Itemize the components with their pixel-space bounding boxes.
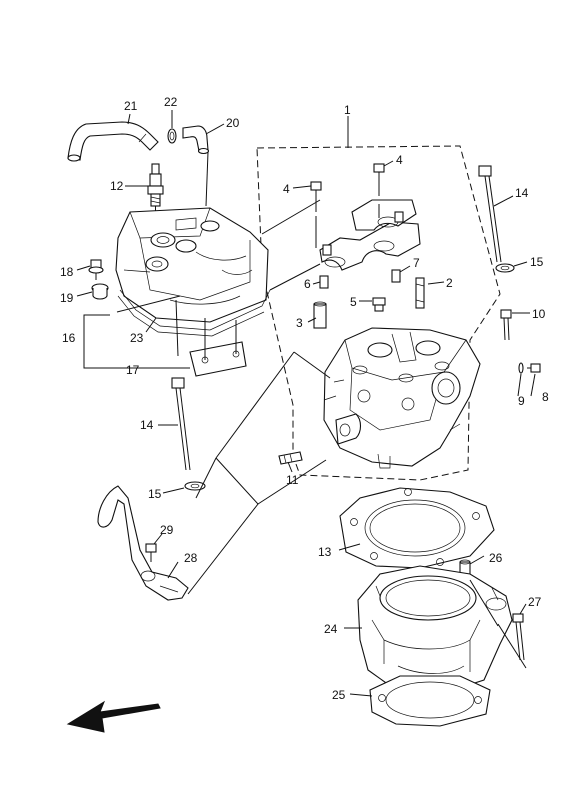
- head-cover: [115, 207, 269, 323]
- long-bolt-right: [478, 165, 502, 263]
- front-direction-arrow: [66, 700, 161, 733]
- callout-23: 23: [130, 331, 144, 345]
- exhaust-stud: [278, 451, 303, 465]
- callout-28: 28: [184, 551, 198, 565]
- callout-11: 11: [286, 473, 299, 487]
- callout-numbers: 1 2 3 4 4 5 6 7 8 9 10 11 12 13 14 14 15…: [60, 95, 549, 702]
- callout-29: 29: [160, 523, 174, 537]
- union-bolt: [145, 543, 157, 562]
- callout-27: 27: [528, 595, 542, 609]
- breather-joint: [182, 125, 210, 155]
- callout-15-right: 15: [530, 255, 544, 269]
- cam-cap-bolt-left: [310, 181, 322, 248]
- dowel-pin: [319, 269, 401, 289]
- sleeve: [313, 301, 327, 329]
- callout-17: 17: [126, 363, 140, 377]
- callout-8: 8: [542, 390, 549, 404]
- callout-25: 25: [332, 688, 346, 702]
- plug: [372, 297, 386, 312]
- callout-10: 10: [532, 307, 546, 321]
- assembly-guide-lines: [83, 151, 527, 669]
- callout-13: 13: [318, 545, 332, 559]
- cylinder-head-gasket: [339, 487, 495, 569]
- callout-3: 3: [296, 316, 303, 330]
- spark-plug: [147, 163, 164, 212]
- cylinder-base-gasket: [369, 675, 491, 727]
- callout-7: 7: [413, 256, 420, 270]
- stud-bolt: [415, 277, 425, 309]
- callout-2: 2: [446, 276, 453, 290]
- callout-20: 20: [226, 116, 240, 130]
- callout-6: 6: [304, 277, 311, 291]
- callout-15-left: 15: [148, 487, 162, 501]
- callout-26: 26: [489, 551, 503, 565]
- long-bolt-left: [171, 377, 191, 471]
- callout-4-left: 4: [283, 182, 290, 196]
- cylinder-bolt: [512, 613, 525, 661]
- callout-5: 5: [350, 295, 357, 309]
- callout-18: 18: [60, 265, 74, 279]
- callout-22: 22: [164, 95, 178, 109]
- small-washer: [518, 362, 524, 374]
- cam-cap-bolt-right: [373, 163, 385, 218]
- head-cover-bolt: [88, 259, 104, 280]
- washer-left: [184, 481, 206, 491]
- callout-12: 12: [110, 179, 124, 193]
- callout-1: 1: [344, 103, 351, 117]
- oil-pipe: [97, 485, 189, 601]
- leader-lines: [76, 110, 536, 697]
- callout-24: 24: [324, 622, 338, 636]
- cylinder: [357, 565, 513, 695]
- head-assembly-frame: [256, 145, 501, 481]
- callout-21: 21: [124, 99, 138, 113]
- cover-plate: [189, 318, 247, 377]
- washer-right: [495, 263, 515, 273]
- callout-19: 19: [60, 291, 74, 305]
- callout-9: 9: [518, 394, 525, 408]
- callout-14-left: 14: [140, 418, 154, 432]
- callout-16: 16: [62, 331, 76, 345]
- grommet: [91, 283, 109, 300]
- cam-caps: [319, 199, 421, 271]
- crankcase-breather-hose: [67, 121, 159, 162]
- small-bolt: [527, 363, 541, 373]
- hose-clip: [167, 128, 177, 144]
- callout-4-right: 4: [396, 153, 403, 167]
- callout-14-right: 14: [515, 186, 529, 200]
- bolt: [500, 309, 512, 341]
- cylinder-head: [323, 327, 481, 469]
